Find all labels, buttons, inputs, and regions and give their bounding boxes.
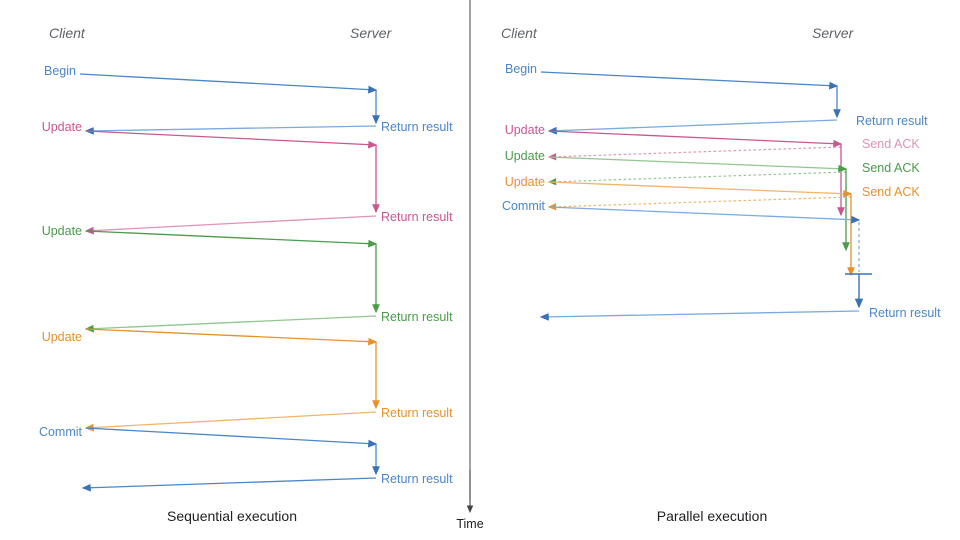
server-label-return-parallel-2: Return result [869,306,941,320]
msg-update-request-parallel-1 [548,130,843,148]
client-label-update-parallel-1: Update [505,123,545,137]
server-label-ack-2: Send ACK [862,161,920,175]
client-label-begin-parallel: Begin [505,62,537,76]
client-label-update-parallel-3: Update [505,175,545,189]
msg-return-result-commit-parallel [539,310,860,321]
msg-return-result-begin-parallel [547,119,838,135]
client-label-update-3: Update [42,330,82,344]
panel-sequential: Client Server Begin Return result Update… [39,25,453,524]
header-server: Server [350,25,393,41]
caption-sequential: Sequential execution [167,508,297,524]
msg-send-ack-3 [547,196,852,211]
client-label-update-1: Update [42,120,82,134]
header-server-parallel: Server [812,25,855,41]
header-client-parallel: Client [501,25,538,41]
time-axis-label: Time [456,517,483,531]
caption-parallel: Parallel execution [657,508,768,524]
header-client: Client [49,25,86,41]
msg-update-request-parallel-2 [548,156,848,173]
msg-commit-request-parallel [548,206,861,224]
msg-return-result-2 [84,215,377,235]
msg-return-result-5 [81,477,377,492]
server-label-return-3: Return result [381,310,453,324]
client-label-commit-parallel: Commit [502,199,546,213]
server-label-return-4: Return result [381,406,453,420]
msg-commit-request [85,427,378,448]
server-label-ack-1: Send ACK [862,137,920,151]
client-label-update-parallel-2: Update [505,149,545,163]
msg-return-result-3 [84,315,377,333]
msg-return-result-4 [84,411,377,432]
msg-begin-request [79,73,378,94]
msg-update-request-1 [85,130,378,149]
msg-send-ack-2 [547,171,847,186]
server-label-return-parallel-1: Return result [856,114,928,128]
server-label-return-1: Return result [381,120,453,134]
msg-update-request-2 [85,230,378,248]
client-label-commit: Commit [39,425,83,439]
msg-return-result-1 [84,125,377,135]
client-label-update-2: Update [42,224,82,238]
server-label-ack-3: Send ACK [862,185,920,199]
msg-begin-request-parallel [540,71,839,90]
server-label-return-5: Return result [381,472,453,486]
msg-update-request-3 [85,328,378,346]
msg-send-ack-1 [547,146,842,161]
panel-parallel: Client Server Begin Return result Update… [501,25,941,524]
client-label-begin: Begin [44,64,76,78]
msg-update-request-parallel-3 [548,181,853,198]
server-label-return-2: Return result [381,210,453,224]
